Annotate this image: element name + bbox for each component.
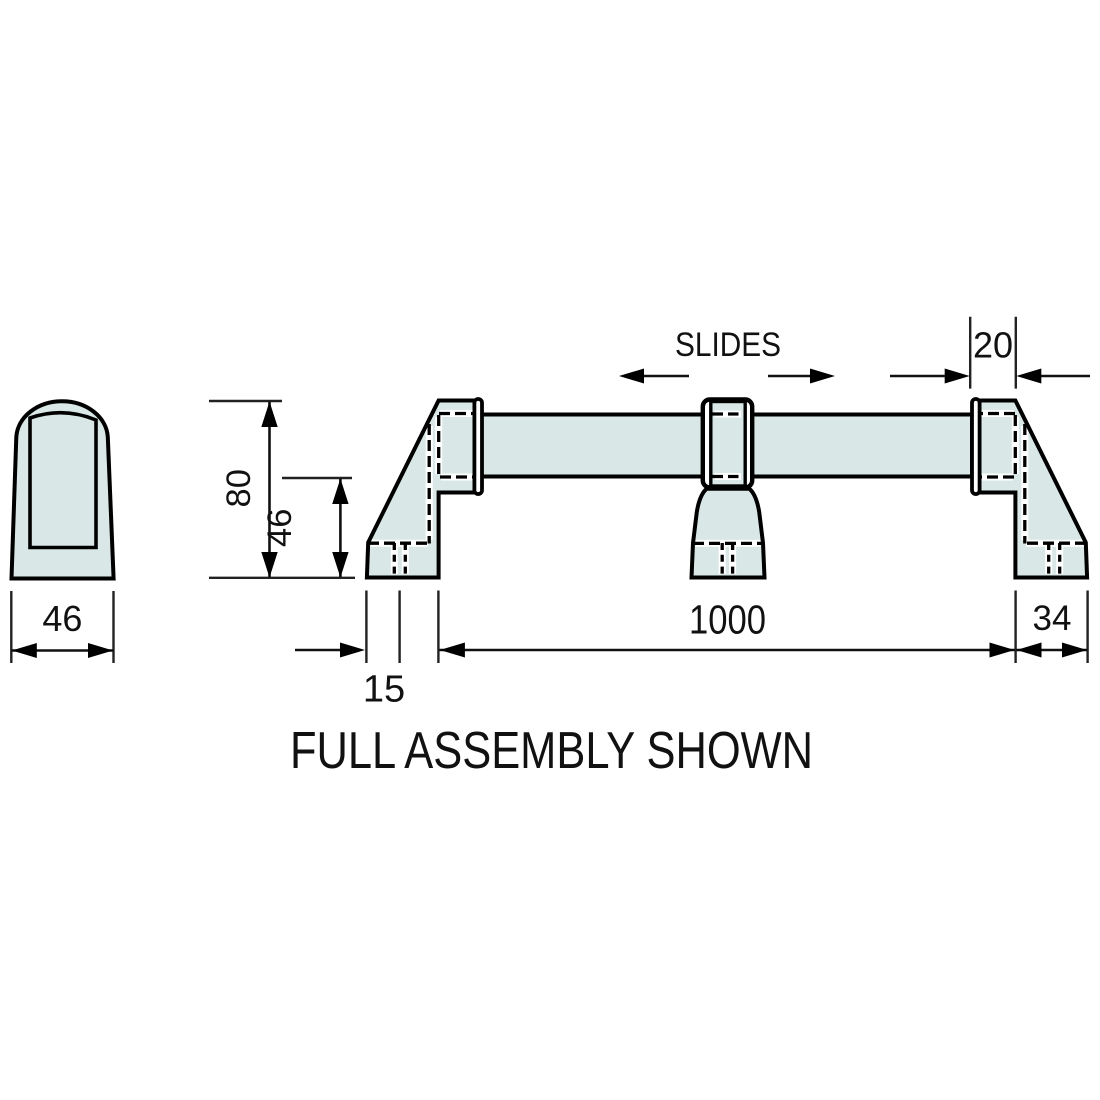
svg-text:FULL ASSEMBLY SHOWN: FULL ASSEMBLY SHOWN	[290, 722, 813, 780]
svg-text:34: 34	[1033, 599, 1072, 638]
svg-text:15: 15	[363, 669, 405, 711]
svg-text:20: 20	[973, 324, 1013, 365]
svg-text:46: 46	[42, 598, 82, 639]
svg-text:SLIDES: SLIDES	[675, 326, 781, 364]
svg-text:1000: 1000	[689, 596, 766, 642]
svg-text:46: 46	[261, 509, 299, 547]
svg-text:80: 80	[220, 469, 258, 507]
